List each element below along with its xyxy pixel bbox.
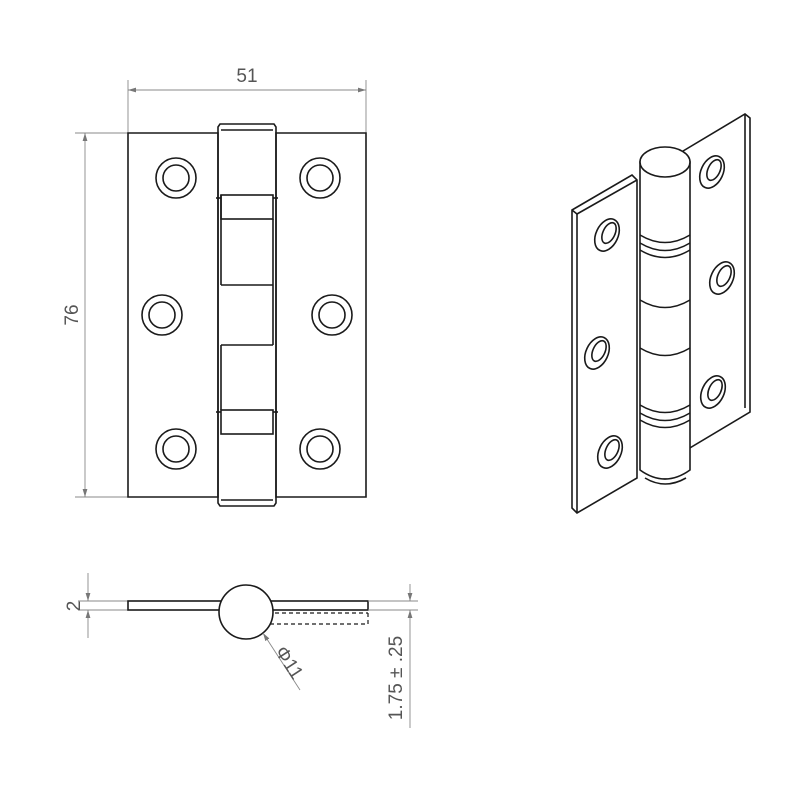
screw-hole xyxy=(698,155,726,189)
screw-hole xyxy=(708,261,736,295)
gap-label: 1.75 ± .25 xyxy=(386,636,407,720)
isometric-view xyxy=(571,113,751,515)
end-left-leaf xyxy=(127,600,225,611)
screw-hole xyxy=(155,157,197,199)
knuckle-barrel xyxy=(216,123,278,507)
height-dimension: 76 xyxy=(62,132,128,498)
width-label: 51 xyxy=(236,66,257,87)
gap-dimension: 1.75 ± .25 xyxy=(368,584,418,728)
screw-hole xyxy=(141,294,183,336)
thickness-label: 2 xyxy=(64,601,85,612)
screw-holes-front xyxy=(141,157,353,470)
diameter-label: Φ11 xyxy=(270,643,307,684)
end-view: 2 Φ11 1.75 ± .25 xyxy=(64,573,418,728)
screw-hole xyxy=(155,428,197,470)
screw-hole xyxy=(299,428,341,470)
hidden-leaf xyxy=(268,612,369,625)
screw-hole xyxy=(699,375,727,409)
screw-hole xyxy=(593,218,621,252)
iso-left-leaf xyxy=(571,173,638,515)
screw-hole xyxy=(311,294,353,336)
width-dimension: 51 xyxy=(127,66,367,133)
diameter-dimension: Φ11 xyxy=(262,632,307,691)
thickness-dimension: 2 xyxy=(64,573,128,638)
end-knuckle xyxy=(218,584,274,640)
screw-hole xyxy=(596,435,624,469)
screw-hole xyxy=(583,336,611,370)
iso-knuckle xyxy=(639,146,691,485)
screw-holes-iso xyxy=(583,155,736,469)
end-right-leaf xyxy=(267,600,369,611)
height-label: 76 xyxy=(62,304,83,325)
front-view: 51 76 xyxy=(62,66,367,507)
screw-hole xyxy=(299,157,341,199)
